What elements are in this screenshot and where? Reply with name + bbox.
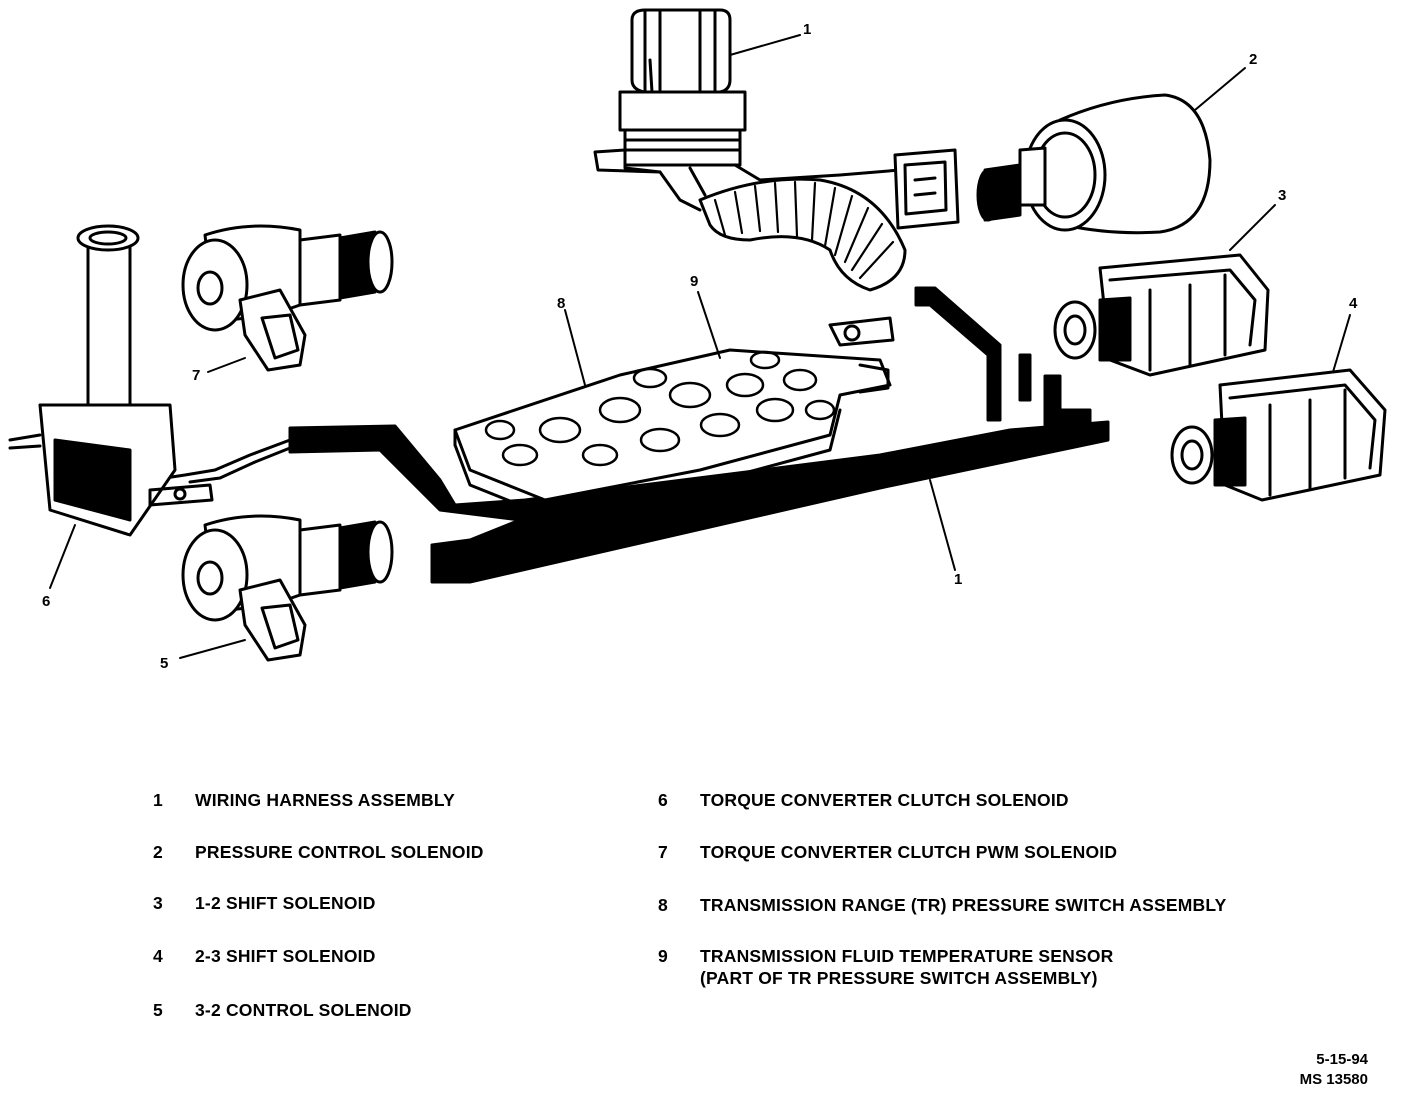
callout-7: 7 [192, 367, 201, 384]
legend-number: 4 [153, 946, 163, 966]
legend-item-2: 2 PRESSURE CONTROL SOLENOID [153, 841, 633, 865]
legend-number: 9 [658, 946, 668, 966]
legend-label: PRESSURE CONTROL SOLENOID [195, 842, 484, 862]
legend-number: 8 [658, 895, 668, 915]
stamp-date: 5-15-94 [1316, 1051, 1368, 1068]
legend-label: WIRING HARNESS ASSEMBLY [195, 790, 455, 810]
legend-item-5: 5 3-2 CONTROL SOLENOID [153, 999, 633, 1023]
tcc-pwm-solenoid [181, 224, 394, 372]
callout-5: 5 [160, 655, 169, 672]
tr-pressure-switch-assembly [453, 348, 892, 517]
legend-label: TRANSMISSION FLUID TEMPERATURE SENSOR [700, 946, 1114, 966]
legend-item-1: 1 WIRING HARNESS ASSEMBLY [153, 789, 633, 813]
callout-1-top: 1 [803, 21, 812, 38]
legend-item-7: 7 TORQUE CONVERTER CLUTCH PWM SOLENOID [658, 841, 1358, 865]
callout-2: 2 [1249, 51, 1258, 68]
pressure-control-solenoid [976, 93, 1212, 235]
legend-number: 1 [153, 790, 163, 810]
callout-9: 9 [690, 273, 699, 290]
callout-6: 6 [42, 593, 51, 610]
legend-label: TORQUE CONVERTER CLUTCH PWM SOLENOID [700, 842, 1118, 862]
legend-item-6: 6 TORQUE CONVERTER CLUTCH SOLENOID [658, 789, 1358, 813]
wiring-harness-frame [163, 286, 1110, 584]
legend-number: 2 [153, 842, 163, 862]
components-diagram [8, 8, 1387, 662]
callout-4: 4 [1349, 295, 1358, 312]
legend-label: 2-3 SHIFT SOLENOID [195, 946, 376, 966]
legend-label-continued: (PART OF TR PRESSURE SWITCH ASSEMBLY) [700, 968, 1098, 988]
stamp-code: MS 13580 [1299, 1071, 1368, 1088]
leader-lines [49, 34, 1351, 659]
legend-number: 7 [658, 842, 668, 862]
legend-item-4: 4 2-3 SHIFT SOLENOID [153, 945, 633, 969]
shift-solenoid-2-3 [1170, 368, 1387, 502]
tcc-solenoid [8, 224, 214, 537]
callout-8: 8 [557, 295, 566, 312]
legend-number: 5 [153, 1000, 163, 1020]
legend-item-8: 8 TRANSMISSION RANGE (TR) PRESSURE SWITC… [658, 894, 1358, 918]
control-solenoid-3-2 [181, 514, 394, 662]
legend-number: 6 [658, 790, 668, 810]
legend-item-3: 3 1-2 SHIFT SOLENOID [153, 892, 633, 916]
legend-label: TRANSMISSION RANGE (TR) PRESSURE SWITCH … [700, 895, 1227, 915]
legend-label: 1-2 SHIFT SOLENOID [195, 893, 376, 913]
callout-3: 3 [1278, 187, 1287, 204]
legend-label: 3-2 CONTROL SOLENOID [195, 1000, 412, 1020]
legend-label: TORQUE CONVERTER CLUTCH SOLENOID [700, 790, 1069, 810]
legend-item-9: 9 TRANSMISSION FLUID TEMPERATURE SENSOR … [658, 945, 1358, 993]
figure-stamp: 5-15-94 MS 13580 [1300, 1050, 1368, 1090]
callout-1-bottom: 1 [954, 571, 963, 588]
legend-number: 3 [153, 893, 163, 913]
shift-solenoid-1-2 [1053, 253, 1270, 377]
harness-connector [593, 8, 960, 292]
